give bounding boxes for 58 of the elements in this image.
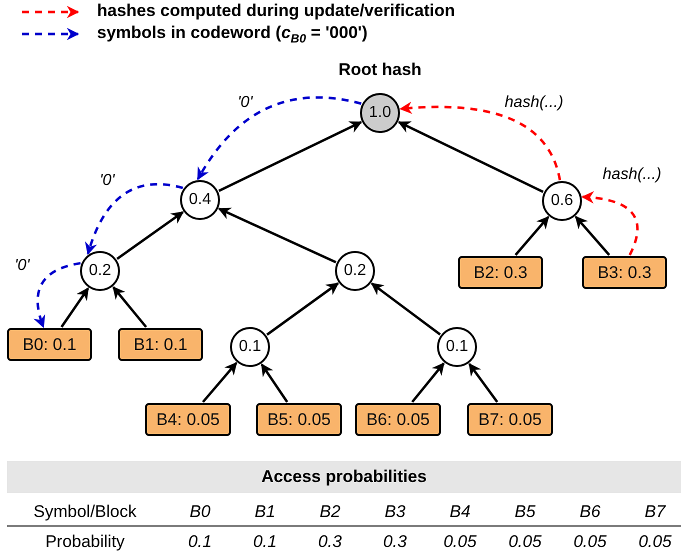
table-value: B1: [254, 502, 276, 522]
dashed-arrow: [399, 102, 562, 180]
arrow: [202, 362, 238, 403]
table-value: B4: [450, 502, 470, 522]
block-box: B6: 0.05: [355, 403, 441, 436]
arrow: [370, 282, 441, 336]
arrow: [266, 282, 339, 336]
table-value: 0.1: [188, 532, 212, 552]
arrow: [218, 208, 336, 264]
arrow: [260, 363, 288, 403]
hash-node-circle: 0.2: [80, 251, 120, 291]
block-box: B1: 0.1: [118, 328, 203, 361]
block-box: B0: 0.1: [7, 328, 92, 361]
table-value: 0.05: [443, 532, 477, 552]
edge-label: hash(...): [602, 166, 662, 184]
table-value: B7: [644, 502, 666, 522]
table-value: 0.3: [318, 532, 342, 552]
block-box: B4: 0.05: [145, 403, 231, 436]
row-header: Symbol/Block: [34, 502, 136, 522]
dashed-arrow: [85, 183, 184, 255]
dashed-arrow: [581, 191, 639, 256]
block-box: B5: 0.05: [256, 403, 342, 436]
hash-node-circle: 1.0: [360, 93, 400, 133]
table-value: B3: [384, 502, 406, 522]
table-value: B6: [580, 502, 600, 522]
table-value: B0: [190, 502, 210, 522]
block-box: B2: 0.3: [458, 256, 543, 289]
hash-node-circle: 0.1: [437, 327, 477, 367]
arrow: [60, 287, 90, 328]
table-value: 0.3: [383, 532, 407, 552]
legend-text: hashes computed during update/verification: [97, 1, 455, 21]
arrow: [218, 121, 362, 192]
table-value: 0.05: [508, 532, 542, 552]
hash-node-circle: 0.1: [230, 327, 270, 367]
arrow: [468, 362, 498, 403]
arrow: [574, 216, 610, 256]
arrow: [112, 286, 148, 328]
arrow: [411, 362, 445, 403]
table-value: B5: [514, 502, 536, 522]
table-value: 0.05: [573, 532, 607, 552]
dashed-arrow: [34, 262, 81, 328]
arrow: [398, 121, 544, 193]
block-box: B7: 0.05: [467, 403, 553, 436]
row-header: Probability: [45, 532, 125, 552]
table-value: 0.1: [253, 532, 277, 552]
edge-label: hash(...): [504, 94, 564, 112]
block-box: B3: 0.3: [582, 256, 667, 289]
table-value: 0.05: [638, 532, 672, 552]
dashed-arrow: [196, 96, 362, 180]
node-caption: Root hash: [338, 60, 422, 80]
table-title: Access probabilities: [261, 467, 427, 487]
arrow: [514, 216, 550, 256]
arrow: [116, 211, 184, 260]
hash-node-circle: 0.4: [180, 180, 220, 220]
table-value: B2: [320, 502, 340, 522]
hash-node-circle: 0.6: [542, 181, 582, 221]
hash-node-circle: 0.2: [335, 251, 375, 291]
legend-text: symbols in codeword (c$_{B0}$ = '000'): [97, 23, 368, 46]
